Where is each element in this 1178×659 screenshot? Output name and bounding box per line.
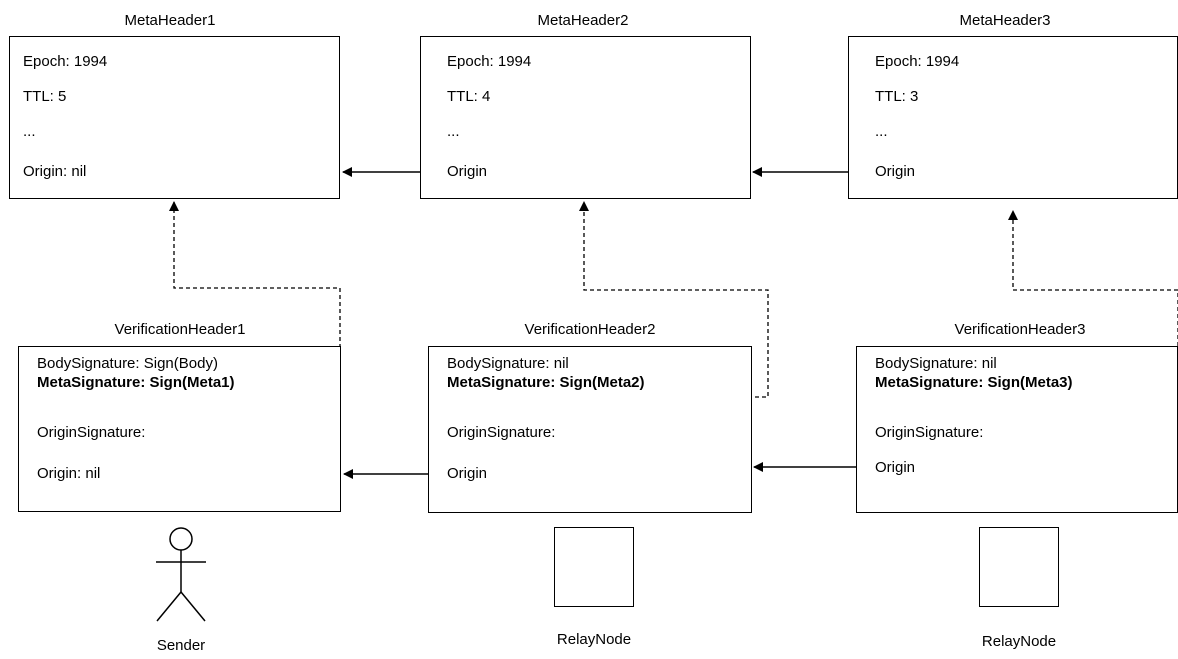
verification-header-2-origin: Origin [447,465,488,482]
verification-header-2-title: VerificationHeader2 [524,321,656,338]
meta-header-2-ellipsis: ... [447,123,460,140]
sender-stick-figure-icon [156,527,206,622]
meta-header-1-ellipsis: ... [23,123,36,140]
verification-header-2-meta-signature: MetaSignature: Sign(Meta2) [447,374,645,391]
meta-header-2-ttl: TTL: 4 [447,88,491,105]
verification-header-3-origin-signature: OriginSignature: [875,424,984,441]
meta-header-2-origin: Origin [447,163,488,180]
verification-header-3-meta-signature: MetaSignature: Sign(Meta3) [875,374,1073,391]
meta-header-2-epoch: Epoch: 1994 [447,53,532,70]
meta-header-3-title: MetaHeader3 [959,12,1051,29]
verification-header-3-body-signature: BodySignature: nil [875,355,997,372]
verification-header-1-meta-signature: MetaSignature: Sign(Meta1) [37,374,235,391]
meta-header-1-origin: Origin: nil [23,163,87,180]
meta-header-1-ttl: TTL: 5 [23,88,67,105]
relay-node-2-square-icon [979,527,1059,607]
relay-node-1-square-icon [554,527,634,607]
verification-header-2-origin-signature: OriginSignature: [447,424,556,441]
meta-sig2-link [579,201,769,398]
verification-header-1-box [18,346,341,512]
meta-header-3-ttl: TTL: 3 [875,88,919,105]
actor-relay-node-1-label: RelayNode [556,631,632,648]
meta-header-3-box [848,36,1178,199]
verification-header-2-body-signature: BodySignature: nil [447,355,569,372]
verification-header-3-title: VerificationHeader3 [954,321,1086,338]
verification-header-1-title: VerificationHeader1 [114,321,246,338]
meta-header-3-epoch: Epoch: 1994 [875,53,960,70]
verification-header-2-box [428,346,752,513]
actor-relay-node-2-label: RelayNode [981,633,1057,650]
meta-header-1-epoch: Epoch: 1994 [23,53,108,70]
meta-header-3-ellipsis: ... [875,123,888,140]
verification-header-1-body-signature: BodySignature: Sign(Body) [37,355,218,372]
meta-header-1-box [9,36,340,199]
meta-header-2-title: MetaHeader2 [537,12,629,29]
actor-sender-label: Sender [156,637,206,654]
meta-header-3-origin: Origin [875,163,916,180]
meta-header-1-title: MetaHeader1 [124,12,216,29]
verification-header-3-box [856,346,1178,513]
verification-header-3-origin: Origin [875,459,916,476]
verification-header-1-origin: Origin: nil [37,465,101,482]
verification-header-1-origin-signature: OriginSignature: [37,424,146,441]
meta-header-2-box [420,36,751,199]
